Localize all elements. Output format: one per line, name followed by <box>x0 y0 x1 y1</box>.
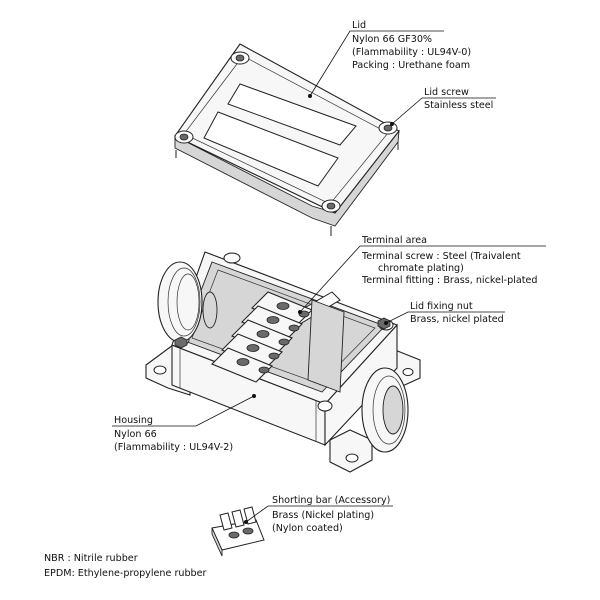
housing-title: Housing <box>114 415 153 426</box>
lid-flammability: (Flammability : UL94V-0) <box>352 47 471 58</box>
terminal-screw-plating: chromate plating) <box>378 263 464 274</box>
lid-screw-title: Lid screw <box>424 87 469 98</box>
housing-label: Housing Nylon 66 (Flammability : UL94V-2… <box>114 415 233 453</box>
left-cable-gland-icon <box>157 261 218 343</box>
abbreviation-legend: NBR : Nitrile rubber EPDM: Ethylene-prop… <box>44 553 207 579</box>
housing-flammability: (Flammability : UL94V-2) <box>114 442 233 453</box>
lid-label: Lid Nylon 66 GF30% (Flammability : UL94V… <box>352 20 471 71</box>
lid-screw-label: Lid screw Stainless steel <box>424 87 493 111</box>
legend-epdm: EPDM: Ethylene-propylene rubber <box>44 568 207 579</box>
legend-nbr: NBR : Nitrile rubber <box>44 553 138 564</box>
terminal-label: Terminal area Terminal screw : Steel (Tr… <box>361 235 537 286</box>
shorting-bar-label: Shorting bar (Accessory) Brass (Nickel p… <box>272 495 390 534</box>
terminal-screw: Terminal screw : Steel (Traivalent <box>361 251 521 262</box>
lid-screw-icon <box>174 51 399 236</box>
leader-lines <box>112 30 546 524</box>
shorting-bar-material: Brass (Nickel plating) <box>272 510 374 521</box>
terminal-title: Terminal area <box>361 235 427 246</box>
lid-material: Nylon 66 GF30% <box>352 34 432 45</box>
lid-screw-material: Stainless steel <box>424 100 493 111</box>
shorting-bar-coating: (Nylon coated) <box>272 523 343 534</box>
right-cable-gland-icon <box>361 367 409 453</box>
shorting-bar-title: Shorting bar (Accessory) <box>272 495 390 506</box>
lid-fixing-nut-label: Lid fixing nut Brass, nickel plated <box>410 301 504 325</box>
housing-drawing <box>145 251 421 473</box>
terminal-block-icon <box>211 291 345 393</box>
lid-nut-material: Brass, nickel plated <box>410 314 504 325</box>
housing-material: Nylon 66 <box>114 429 157 440</box>
lid-fixing-nut-icon <box>174 317 391 349</box>
lid-drawing <box>174 43 400 236</box>
shorting-bar-drawing <box>211 506 265 557</box>
lid-title: Lid <box>352 20 366 31</box>
lid-nut-title: Lid fixing nut <box>410 301 473 312</box>
terminal-fitting: Terminal fitting : Brass, nickel-plated <box>361 275 537 286</box>
lid-packing: Packing : Urethane foam <box>352 60 470 71</box>
